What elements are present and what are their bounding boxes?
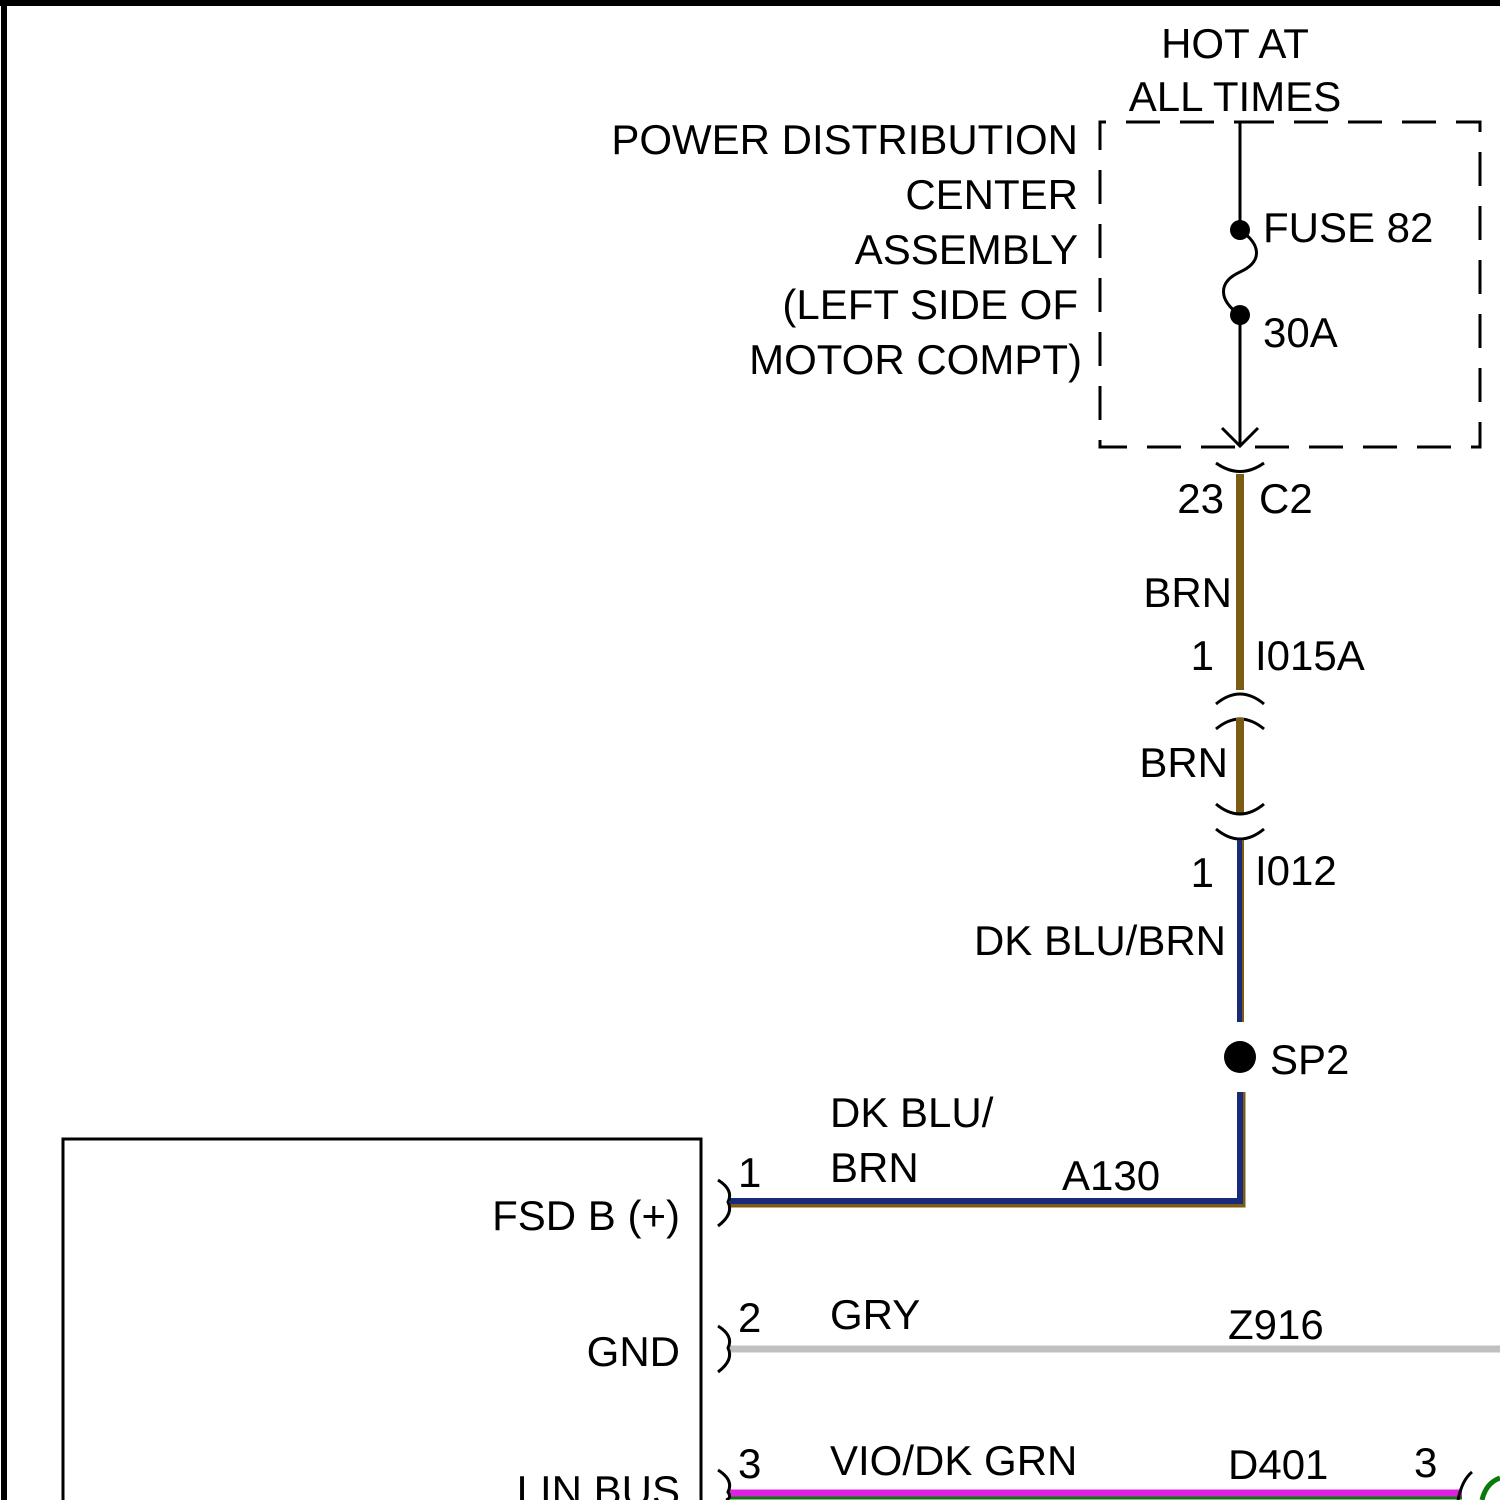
module-pin1-terminal (718, 1180, 730, 1226)
a130-circuit-label: A130 (1062, 1152, 1160, 1199)
c2-female-receptacle (1216, 463, 1264, 472)
i015a-connector-half-top (1216, 694, 1264, 704)
c2-pin-label: 23 (1177, 475, 1224, 522)
d401-far-pin-label: 3 (1414, 1439, 1437, 1486)
module-pin1-label: FSD B (+) (492, 1192, 680, 1239)
i015a-pin-label: 1 (1191, 632, 1214, 679)
sp2-splice-dot (1224, 1041, 1256, 1073)
z916-color-label: GRY (830, 1291, 920, 1338)
pdc-dashed-outline (1100, 122, 1480, 447)
hot-at-label-line2: ALL TIMES (1129, 73, 1341, 120)
module-pin3-label: LIN BUS (517, 1467, 680, 1500)
z916-circuit-label: Z916 (1228, 1301, 1324, 1348)
module-box: FSD B (+) GND LIN BUS (63, 1139, 701, 1500)
d401-circuit-label: D401 (1228, 1441, 1328, 1488)
d401-far-side-wire (1482, 1478, 1500, 1500)
i012-connector-half-bottom (1216, 829, 1264, 839)
module-pin3-terminal (718, 1470, 730, 1500)
module-pin2-label: GND (587, 1328, 680, 1375)
brn-wire-label-2: BRN (1139, 739, 1228, 786)
a130-color-label-line2: BRN (830, 1144, 919, 1191)
pdc-label-line1: POWER DISTRIBUTION (611, 116, 1078, 163)
dk-blu-brn-wire-label: DK BLU/BRN (974, 917, 1226, 964)
sp2-splice-label: SP2 (1270, 1036, 1349, 1083)
pdc-label-line2: CENTER (905, 171, 1078, 218)
pdc-label-line4: (LEFT SIDE OF (782, 281, 1078, 328)
pdc-label-line5: MOTOR COMPT) (749, 336, 1082, 383)
fuse-rating-label: 30A (1263, 309, 1338, 356)
c2-connector-label: C2 (1259, 475, 1313, 522)
i012-pin-label: 1 (1191, 849, 1214, 896)
module-pin1-number: 1 (738, 1149, 761, 1196)
d401-far-connector-terminal (1458, 1472, 1472, 1500)
module-pin2-number: 2 (738, 1294, 761, 1341)
fuse-element-symbol (1224, 230, 1257, 315)
brn-wire-label-1: BRN (1143, 569, 1232, 616)
module-pin3-number: 3 (738, 1440, 761, 1487)
pdc-label-line3: ASSEMBLY (855, 226, 1078, 273)
fuse-82: FUSE 82 30A (1222, 122, 1433, 446)
module-pin2-terminal (718, 1326, 730, 1372)
hot-at-label-line1: HOT AT (1161, 20, 1309, 67)
a130-color-label-line1: DK BLU/ (830, 1089, 994, 1136)
i012-connector-label: I012 (1255, 847, 1337, 894)
d401-color-label: VIO/DK GRN (830, 1437, 1077, 1484)
i015a-connector-label: I015A (1255, 632, 1365, 679)
fuse-name-label: FUSE 82 (1263, 204, 1433, 251)
